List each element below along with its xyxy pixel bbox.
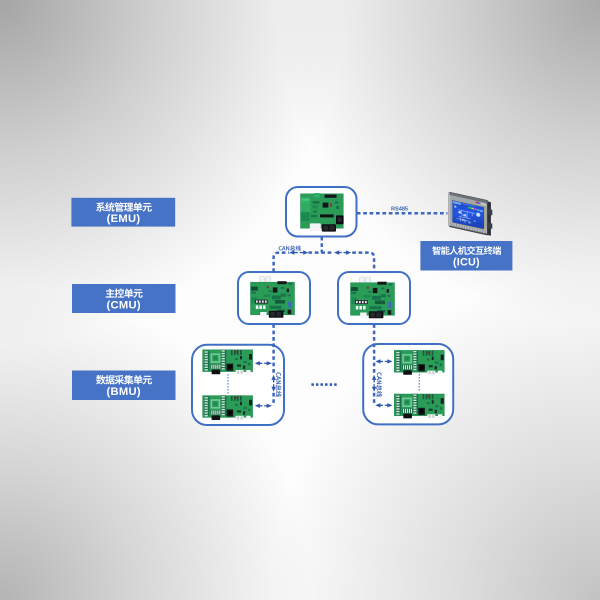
svg-text:RS485: RS485 xyxy=(391,207,408,213)
svg-text:(CMU): (CMU) xyxy=(106,299,140,311)
svg-text:(ICU): (ICU) xyxy=(453,256,480,268)
svg-text:(EMU): (EMU) xyxy=(107,213,141,225)
svg-text:(BMU): (BMU) xyxy=(106,386,140,398)
